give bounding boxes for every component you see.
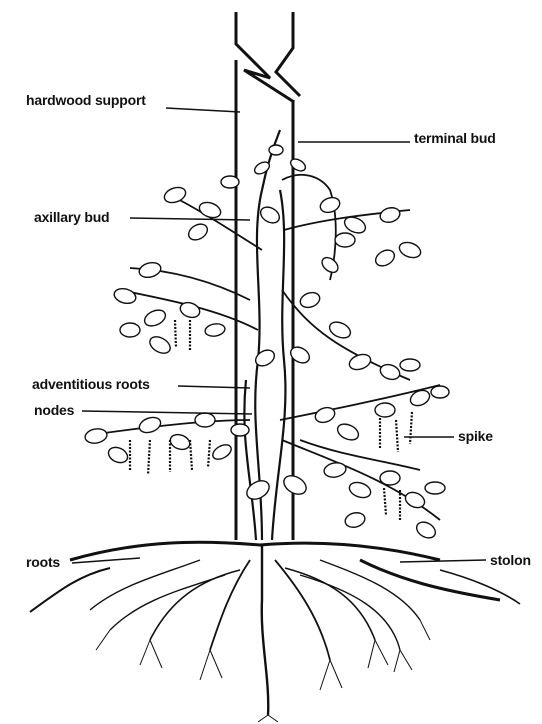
label-adventitious-roots: adventitious roots — [32, 376, 150, 392]
roots-and-stolons — [30, 542, 520, 722]
label-stolon: stolon — [490, 552, 531, 568]
hardwood-support-post — [236, 12, 300, 540]
leader-stolon — [400, 560, 486, 562]
leader-hardwood-support — [166, 108, 240, 112]
label-nodes: nodes — [34, 402, 74, 418]
label-axillary-bud: axillary bud — [34, 209, 109, 225]
leader-adventitious-roots — [178, 386, 250, 388]
label-hardwood-support: hardwood support — [26, 92, 146, 108]
leader-axillary-bud — [130, 218, 250, 220]
label-roots: roots — [26, 554, 60, 570]
branches — [90, 175, 440, 520]
leaves — [84, 145, 449, 541]
label-terminal-bud: terminal bud — [414, 130, 496, 146]
leader-nodes — [82, 411, 252, 414]
main-stems — [244, 130, 285, 540]
leader-roots — [72, 558, 140, 563]
label-spike: spike — [458, 428, 493, 444]
